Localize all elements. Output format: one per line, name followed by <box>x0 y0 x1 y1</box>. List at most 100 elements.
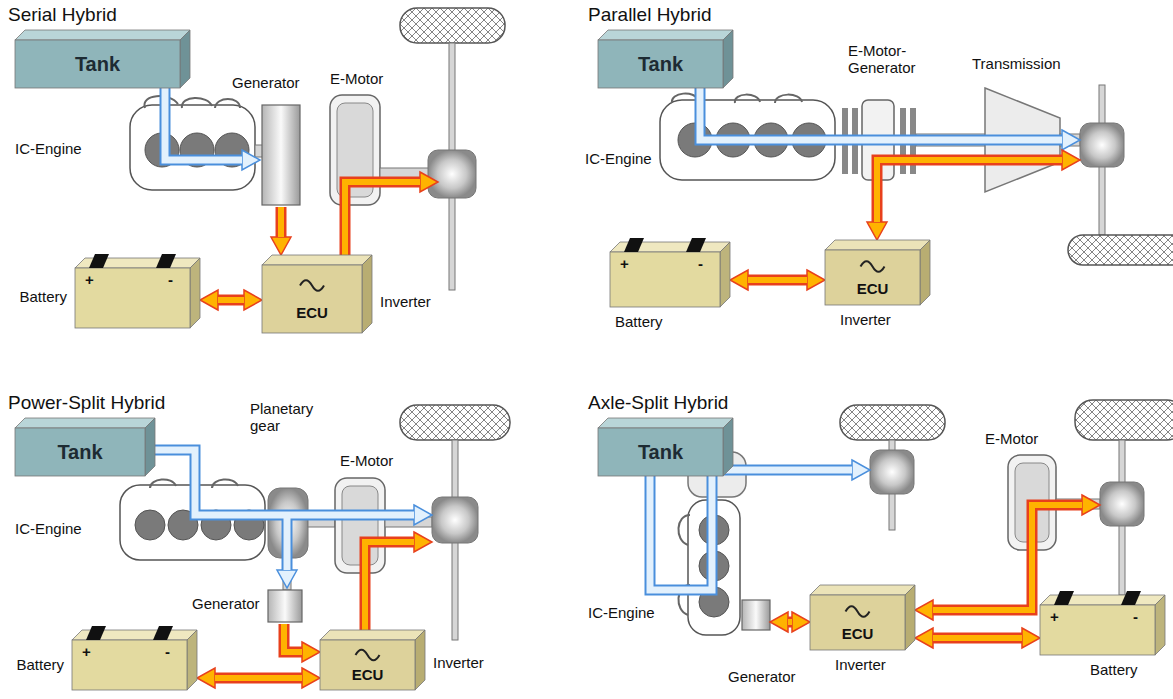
connector-outline <box>215 673 302 684</box>
box-side-face <box>920 240 930 305</box>
power-flow-arrow <box>365 542 414 630</box>
fuel-flow-arrow <box>700 88 1062 140</box>
tank-label: Tank <box>638 53 683 76</box>
battery-box: +-Battery <box>610 252 720 307</box>
battery-terminal-sign: + <box>620 255 629 272</box>
generator-symbol <box>268 590 302 622</box>
connector-outline <box>218 295 244 306</box>
connector-fill <box>215 675 302 681</box>
box-top-face <box>825 240 930 250</box>
fuel-flow-arrow <box>650 470 852 590</box>
fuel-flow-arrow <box>650 470 852 590</box>
box-side-face <box>190 258 200 328</box>
ac-symbol <box>300 280 324 291</box>
ecu-label: ECU <box>857 280 889 297</box>
power-flow-arrow <box>933 505 1082 610</box>
tank-label: Tank <box>57 441 102 464</box>
box-side-face <box>180 30 190 88</box>
box-side-face <box>362 255 372 333</box>
power-flow-connector <box>218 300 244 301</box>
battery-terminal-sign: + <box>82 643 91 660</box>
box-front-face <box>262 265 362 333</box>
battery-terminal <box>686 238 706 252</box>
battery-terminal <box>153 626 173 640</box>
power-flow-connector <box>748 280 807 281</box>
battery-terminal-sign: - <box>1133 608 1138 625</box>
intake-manifold <box>672 94 802 103</box>
part-name: IC-Engine <box>588 604 655 621</box>
part-name: E-Motor <box>985 430 1038 447</box>
tank-label: Tank <box>638 441 683 464</box>
box-front-face <box>1040 605 1155 655</box>
battery-box: +-Battery <box>75 268 190 328</box>
connector-outline <box>748 275 807 286</box>
intake-manifold <box>144 96 240 108</box>
power-flow-arrow <box>276 207 287 237</box>
battery-terminal-sign: + <box>1050 608 1059 625</box>
battery-terminal-sign: - <box>698 255 703 272</box>
generator-symbol <box>262 105 300 205</box>
box-side-face <box>187 630 197 690</box>
differential <box>870 450 914 494</box>
box-top-face <box>15 30 190 40</box>
engine-block <box>130 105 255 190</box>
battery-label: Battery <box>615 313 663 330</box>
power-flow-arrow <box>345 182 420 255</box>
power-flow-arrow <box>284 624 302 652</box>
box-top-face <box>598 418 733 428</box>
connector-outline <box>933 633 1022 644</box>
ecu-label: ECU <box>352 666 384 683</box>
power-flow-connector <box>215 678 302 679</box>
part-name: IC-Engine <box>585 150 652 167</box>
box-front-face <box>598 428 723 476</box>
battery-label: Battery <box>1090 661 1138 678</box>
part-name: IC-Engine <box>15 140 82 157</box>
panel-title: Power-Split Hybrid <box>8 392 165 414</box>
wheel-tire <box>1068 235 1173 265</box>
battery-terminal <box>86 626 106 640</box>
inverter-label: Inverter <box>433 654 484 671</box>
box-side-face <box>145 418 155 476</box>
fuel-flow-arrow <box>165 88 242 160</box>
box-front-face <box>72 640 187 690</box>
battery-terminal <box>1054 591 1074 605</box>
part-name: E-Motor <box>340 452 393 469</box>
power-split-illustration <box>120 405 510 652</box>
fuel-flow-arrow <box>165 88 242 160</box>
box-front-face <box>810 595 905 650</box>
ecu-inverter-box: ECUInverter <box>825 250 920 305</box>
battery-box: +-Battery <box>72 640 187 690</box>
power-flow-arrow <box>278 207 284 237</box>
box-front-face <box>610 252 720 307</box>
panel-title: Parallel Hybrid <box>588 4 712 26</box>
generator-symbol <box>742 600 770 630</box>
battery-terminal <box>156 254 176 268</box>
wheel-tire <box>840 405 945 440</box>
box-side-face <box>905 585 915 650</box>
differential <box>432 497 478 543</box>
ac-symbol <box>861 261 885 272</box>
part-name: Generator <box>728 668 796 685</box>
inverter-label: Inverter <box>840 311 891 328</box>
box-front-face <box>75 268 190 328</box>
part-name: Transmission <box>972 55 1061 72</box>
connector-fill <box>218 297 244 303</box>
power-flow-arrow <box>788 619 792 625</box>
part-name: Generator <box>192 595 260 612</box>
connector-fill <box>933 635 1022 641</box>
serial-illustration <box>130 8 505 290</box>
ac-symbol <box>356 650 380 661</box>
parallel-illustration <box>660 85 1173 265</box>
box-top-face <box>15 418 155 428</box>
power-flow-arrow <box>365 542 414 630</box>
power-flow-arrow <box>345 182 420 255</box>
battery-terminal <box>89 254 109 268</box>
battery-terminal-sign: + <box>85 271 94 288</box>
part-name: E-Motor- Generator <box>848 42 928 77</box>
fuel-flow-arrow <box>155 450 414 515</box>
wheel-tire <box>400 8 505 43</box>
box-front-face <box>15 428 145 476</box>
box-top-face <box>810 585 915 595</box>
differential <box>1080 123 1124 167</box>
box-side-face <box>720 242 730 307</box>
